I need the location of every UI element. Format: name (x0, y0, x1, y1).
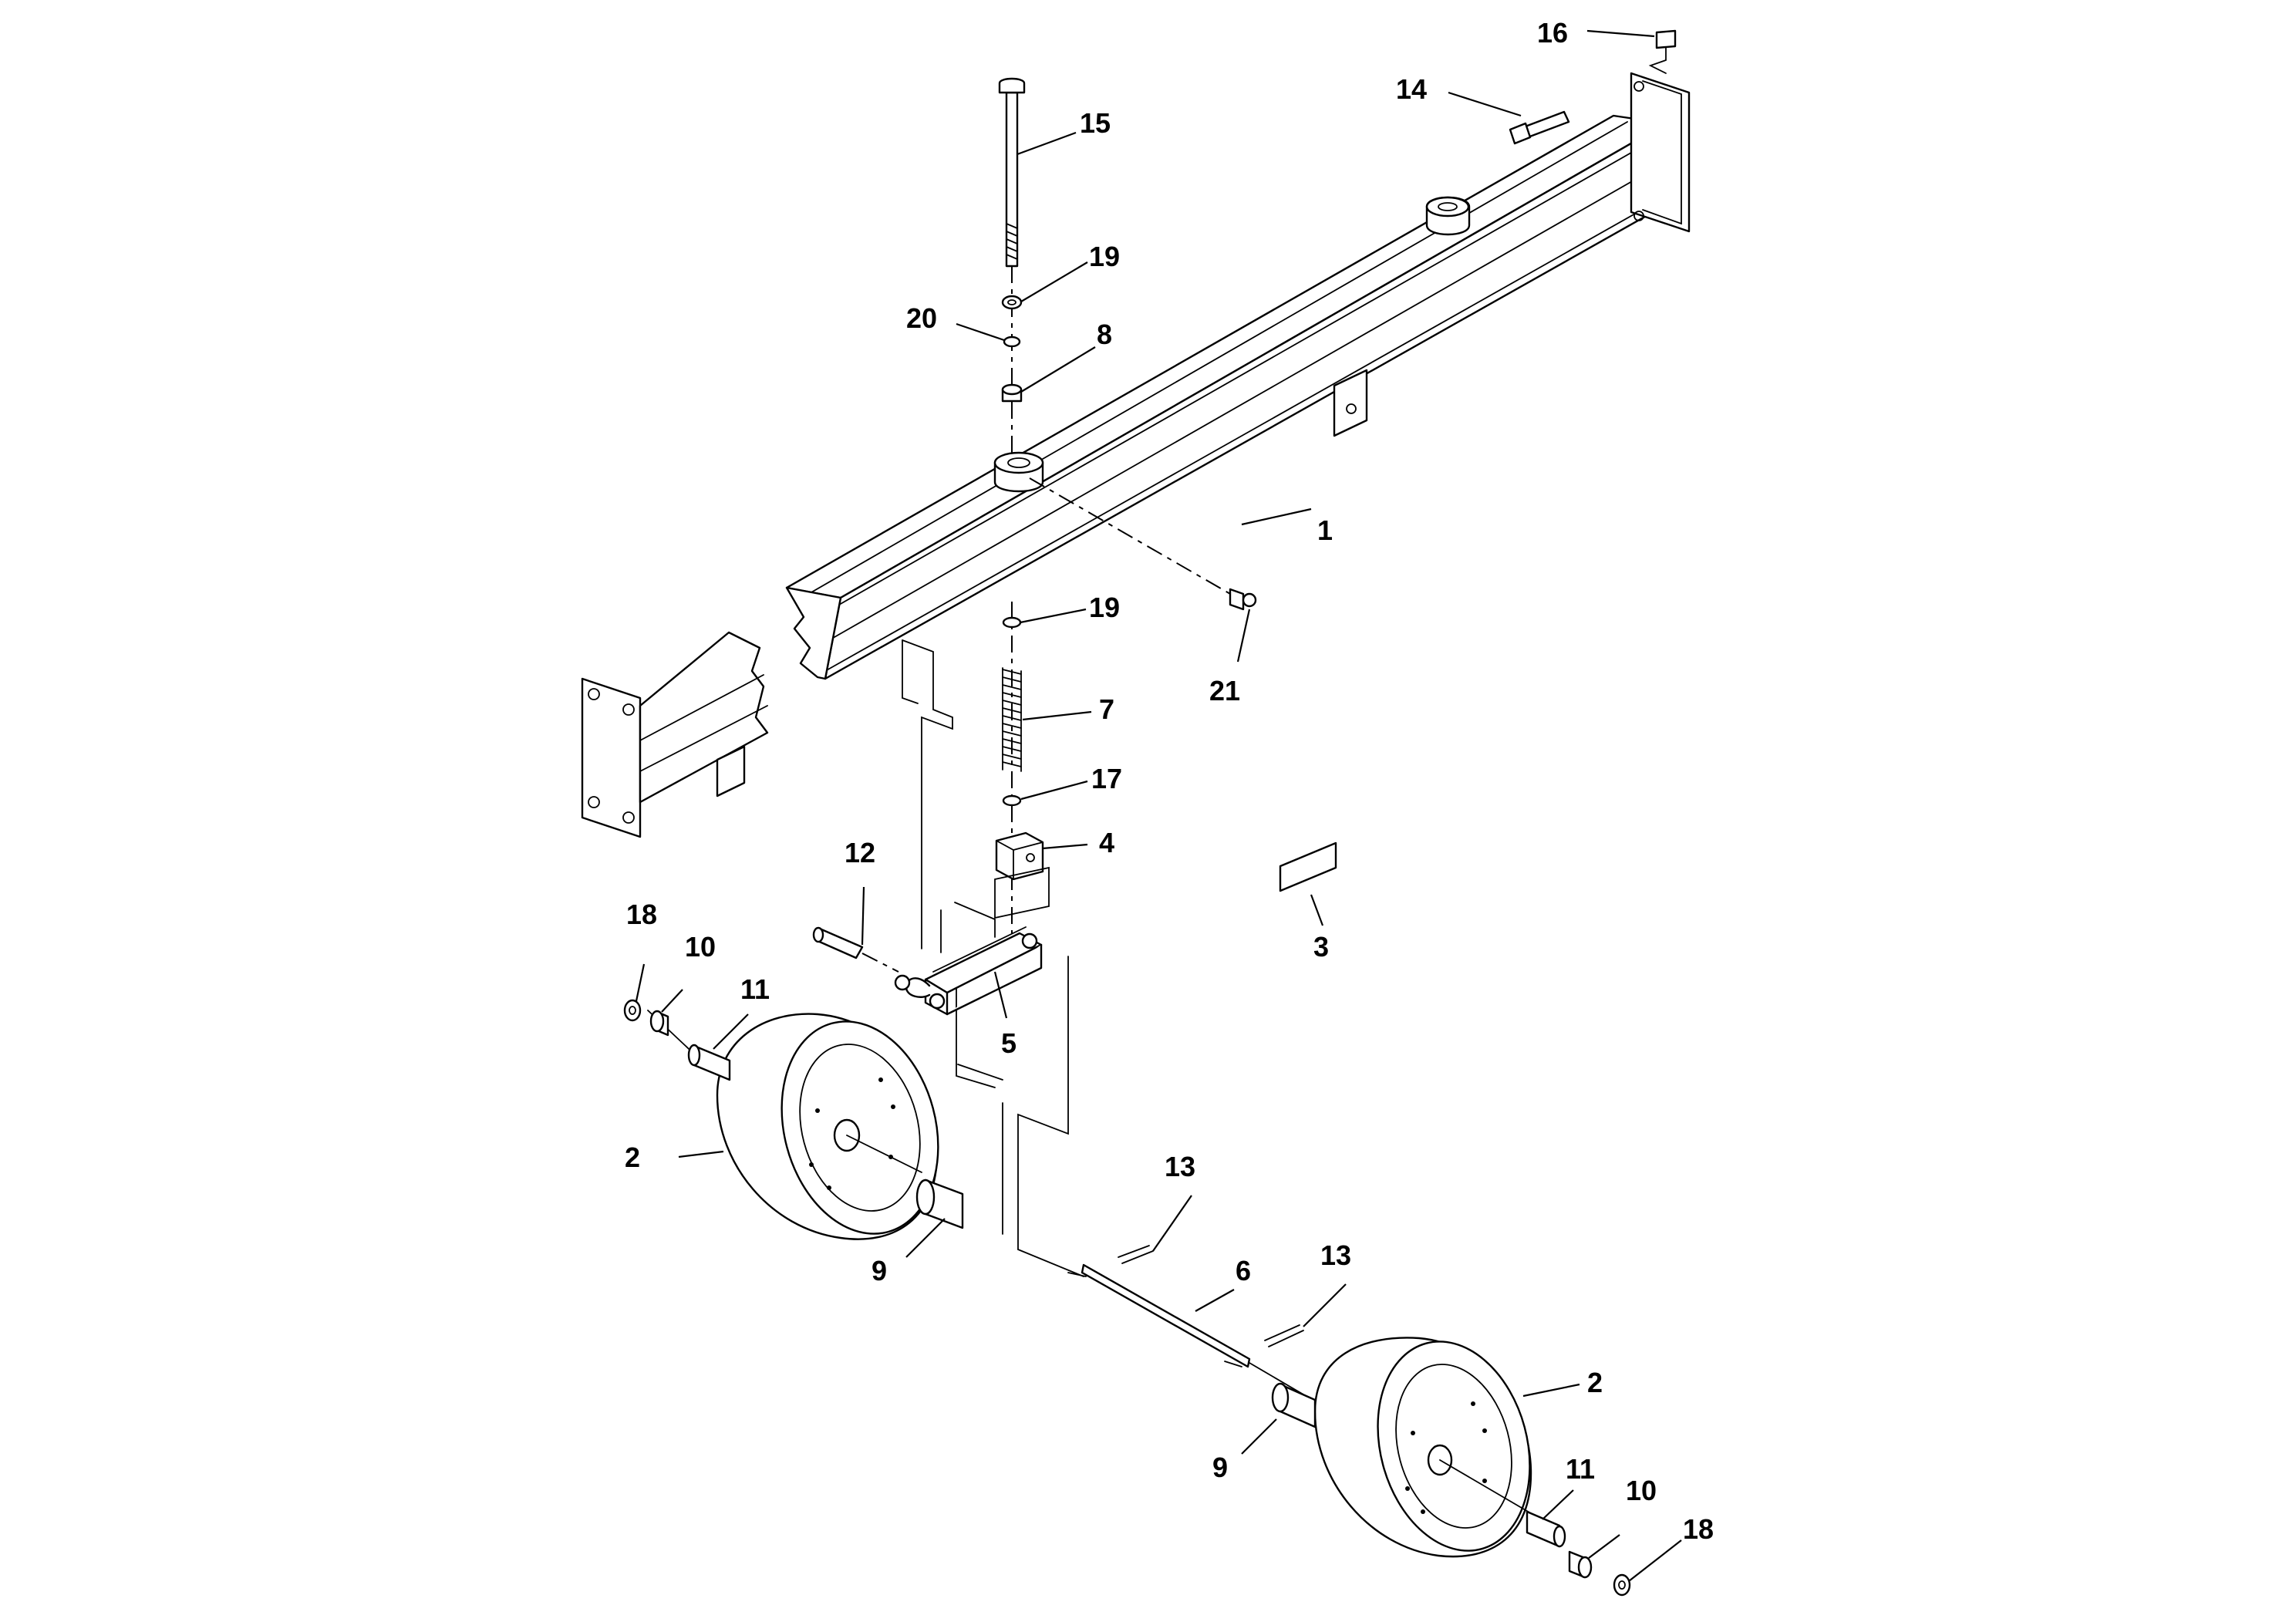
wheel-bracket (894, 926, 1043, 1016)
callout-13: 13 (1320, 1239, 1351, 1271)
callout-4: 4 (1099, 827, 1114, 858)
callout-16: 16 (1537, 17, 1568, 49)
assembly-guide-lines (902, 639, 1084, 1277)
callout-7: 7 (1099, 693, 1114, 725)
callout-19: 19 (1089, 592, 1120, 623)
callout-9: 9 (872, 1255, 887, 1286)
callout-6: 6 (1236, 1255, 1251, 1286)
callout-17: 17 (1091, 763, 1122, 794)
callout-11: 11 (1566, 1453, 1595, 1485)
callout-20: 20 (906, 302, 937, 334)
spring-assembly (994, 602, 1050, 933)
callout-12: 12 (845, 837, 875, 868)
wheel-left (647, 1010, 939, 1240)
main-beam (785, 72, 1691, 680)
callout-10: 10 (1626, 1475, 1657, 1506)
callout-13: 13 (1165, 1151, 1195, 1182)
callout-21: 21 (1209, 675, 1240, 706)
callout-3: 3 (1313, 931, 1329, 963)
pin (812, 926, 899, 973)
wheel-right-hardware (1271, 1382, 1631, 1597)
callout-15: 15 (1080, 107, 1111, 139)
callout-8: 8 (1097, 319, 1112, 350)
callout-10: 10 (685, 931, 716, 963)
rod-and-washers (998, 29, 1677, 611)
callout-2: 2 (1587, 1367, 1603, 1398)
callout-11: 11 (740, 973, 770, 1005)
leader-lines (635, 29, 1682, 1582)
callout-14: 14 (1396, 73, 1427, 105)
decal (1279, 841, 1337, 892)
beam-end-plate-left (581, 631, 769, 838)
callout-1: 1 (1317, 514, 1333, 546)
wheel-right (1313, 1337, 1536, 1558)
callout-18: 18 (1683, 1513, 1714, 1545)
callout-2: 2 (625, 1141, 640, 1173)
callout-5: 5 (1001, 1027, 1017, 1059)
callout-19: 19 (1089, 241, 1120, 272)
axle (1067, 1245, 1304, 1395)
wheel-left-hardware (623, 999, 964, 1229)
callout-labels: 1 2 2 3 4 5 6 7 8 9 9 10 10 11 11 12 13 … (625, 17, 1714, 1545)
callout-18: 18 (626, 899, 657, 930)
callout-9: 9 (1212, 1452, 1228, 1483)
